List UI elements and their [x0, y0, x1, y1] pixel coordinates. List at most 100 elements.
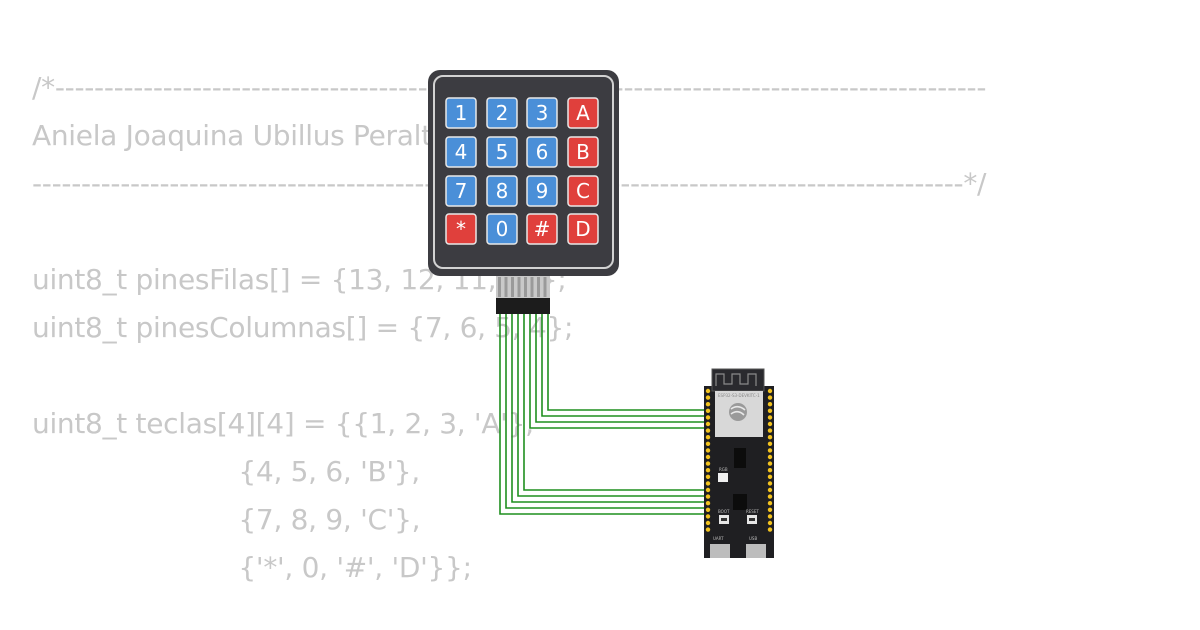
header-pin: [705, 474, 711, 479]
keypad-key[interactable]: 8: [486, 175, 518, 207]
rgb-led: [718, 473, 728, 482]
ribbon-trace: [498, 277, 501, 297]
header-pin: [767, 454, 773, 460]
key-label: *: [456, 217, 466, 241]
key-cap: [486, 213, 518, 245]
wire: [523, 314, 712, 491]
header-pin: [705, 448, 711, 453]
keypad-key[interactable]: 1: [445, 97, 477, 129]
chip: [734, 448, 746, 468]
ribbon-trace: [543, 277, 547, 297]
keypad-key[interactable]: #: [526, 213, 558, 245]
key-cap: [567, 136, 599, 168]
header-pin: [705, 421, 711, 427]
key-cap: [486, 97, 518, 129]
header-pin: [705, 487, 711, 493]
code-line: {7, 8, 9, 'C'},: [32, 503, 421, 536]
header-pin: [705, 395, 711, 400]
keypad-key[interactable]: A: [567, 97, 599, 129]
keypad-border: [433, 75, 614, 269]
keypad-key[interactable]: C: [567, 175, 599, 207]
keypad-key[interactable]: 0: [486, 213, 518, 245]
logo-swirl: [730, 405, 746, 416]
header-pin: [767, 408, 773, 413]
key-cap: [526, 136, 558, 168]
header-pin: [767, 428, 773, 433]
header-pin: [705, 415, 711, 420]
uart-port[interactable]: UART: [710, 536, 730, 558]
key-label: 1: [455, 101, 468, 125]
header-pin: [705, 507, 711, 512]
led-label: RGB: [719, 467, 728, 472]
ribbon-cable: [496, 276, 550, 298]
header-pin: [767, 388, 773, 394]
key-cap: [445, 97, 477, 129]
header-pin: [767, 468, 773, 473]
header-pin: [767, 441, 773, 446]
keypad-key[interactable]: B: [567, 136, 599, 168]
key-cap: [445, 175, 477, 207]
header-pin: [767, 507, 773, 512]
wire: [511, 314, 712, 503]
keypad-key[interactable]: *: [445, 213, 477, 245]
button-slot: [721, 518, 727, 521]
keypad-key[interactable]: 6: [526, 136, 558, 168]
keypad-key[interactable]: D: [567, 213, 599, 245]
key-cap: [567, 175, 599, 207]
chip: [733, 494, 747, 510]
header-pin: [767, 421, 773, 427]
usb-label: USB: [749, 536, 757, 541]
keypad-key[interactable]: 7: [445, 175, 477, 207]
header-pin: [705, 388, 711, 394]
header-pin: [705, 481, 711, 486]
header-pin: [767, 514, 773, 519]
key-label: 3: [536, 101, 549, 125]
keypad-key[interactable]: 3: [526, 97, 558, 129]
header-pin: [705, 494, 711, 499]
usb-label: UART: [713, 536, 724, 541]
header-pin: [767, 520, 773, 526]
code-line: {4, 5, 6, 'B'},: [32, 455, 420, 488]
keypad-key[interactable]: 9: [526, 175, 558, 207]
key-cap: [486, 175, 518, 207]
header-pin: [767, 402, 773, 407]
wire: [529, 314, 712, 429]
key-label: 5: [496, 140, 509, 164]
header-pin: [705, 468, 711, 473]
ribbon-trace: [517, 277, 521, 297]
header-pin: [767, 395, 773, 400]
key-cap: [526, 175, 558, 207]
key-label: 7: [455, 179, 468, 203]
boot-button[interactable]: BOOT: [718, 509, 730, 524]
header-pin: [705, 408, 711, 413]
usb-port[interactable]: USB: [746, 536, 766, 558]
ribbon-trace: [504, 277, 508, 297]
reset-button[interactable]: RESET: [746, 509, 759, 524]
key-label: B: [576, 140, 590, 164]
button-slot: [749, 518, 755, 521]
key-cap: [445, 136, 477, 168]
key-label: 6: [536, 140, 549, 164]
key-cap: [526, 97, 558, 129]
code-line: {'*', 0, '#', 'D'}};: [32, 551, 472, 584]
key-label: 9: [536, 179, 549, 203]
key-cap: [567, 213, 599, 245]
keypad-key[interactable]: 4: [445, 136, 477, 168]
header-pin: [705, 454, 711, 460]
key-label: D: [575, 217, 590, 241]
ribbon-trace: [537, 277, 540, 297]
keypad-key[interactable]: 2: [486, 97, 518, 129]
header-pin: [767, 481, 773, 486]
ribbon-connector: [496, 298, 550, 314]
header-pin: [705, 402, 711, 407]
key-cap: [526, 213, 558, 245]
header-pin: [705, 514, 711, 519]
wire: [541, 314, 712, 417]
header-pin: [705, 527, 711, 532]
keypad-key[interactable]: 5: [486, 136, 518, 168]
ribbon-trace: [530, 277, 534, 297]
key-cap: [567, 97, 599, 129]
